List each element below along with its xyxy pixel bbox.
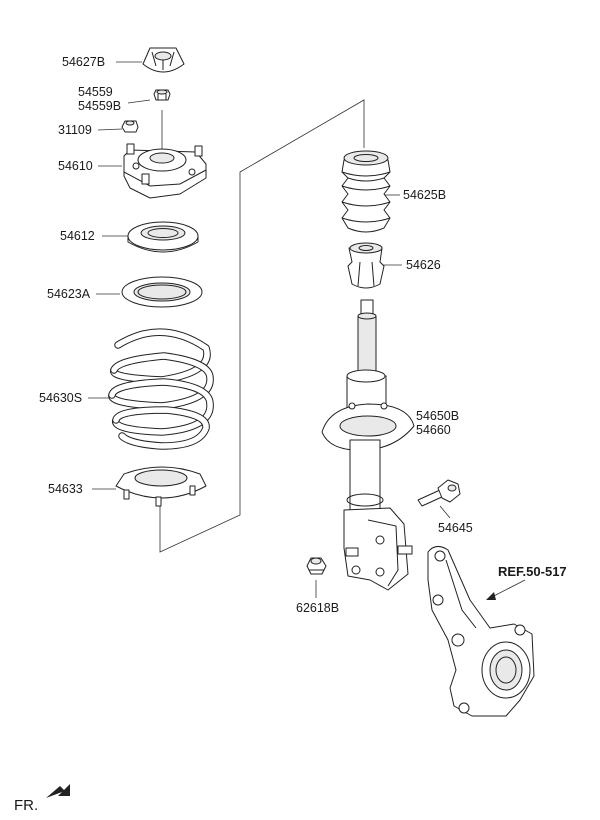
bolt-part: [417, 479, 461, 507]
label-nut-b: 54559B: [78, 99, 121, 113]
label-strut-b: 54660: [416, 423, 451, 437]
label-bolt: 54645: [438, 521, 473, 535]
label-dust-cover: 54625B: [403, 188, 446, 202]
label-bumper: 54626: [406, 258, 441, 272]
dust-cover-part: [341, 150, 391, 233]
top-cap-part: [142, 47, 185, 73]
upper-nut-part: [153, 89, 171, 101]
strut-assembly-part: [321, 299, 415, 591]
label-upper-pad: 54623A: [47, 287, 91, 301]
steering-knuckle-part: [427, 546, 535, 717]
label-mount: 54610: [58, 159, 93, 173]
upper-pad-part: [121, 276, 203, 308]
label-direction: FR.: [14, 797, 38, 814]
leader-lines: [88, 61, 526, 600]
label-nut-a: 54559: [78, 85, 113, 99]
label-small-nut: 31109: [58, 123, 92, 137]
small-nut-part: [121, 120, 139, 133]
label-bearing: 54612: [60, 229, 95, 243]
bearing-part: [127, 221, 199, 253]
label-reference: REF.50-517: [498, 564, 567, 579]
lower-pad-part: [115, 466, 207, 507]
label-spring: 54630S: [39, 391, 82, 405]
bump-stopper-part: [347, 242, 385, 289]
coil-spring-part: [108, 328, 214, 450]
flange-nut-part: [306, 557, 327, 575]
forward-arrow-icon: [46, 784, 70, 798]
mount-part: [123, 143, 207, 199]
ref-arrow-head: [486, 592, 496, 600]
label-top-cap: 54627B: [62, 55, 105, 69]
label-strut-a: 54650B: [416, 409, 459, 423]
label-lower-pad: 54633: [48, 482, 83, 496]
label-flange-nut: 62618B: [296, 601, 339, 615]
